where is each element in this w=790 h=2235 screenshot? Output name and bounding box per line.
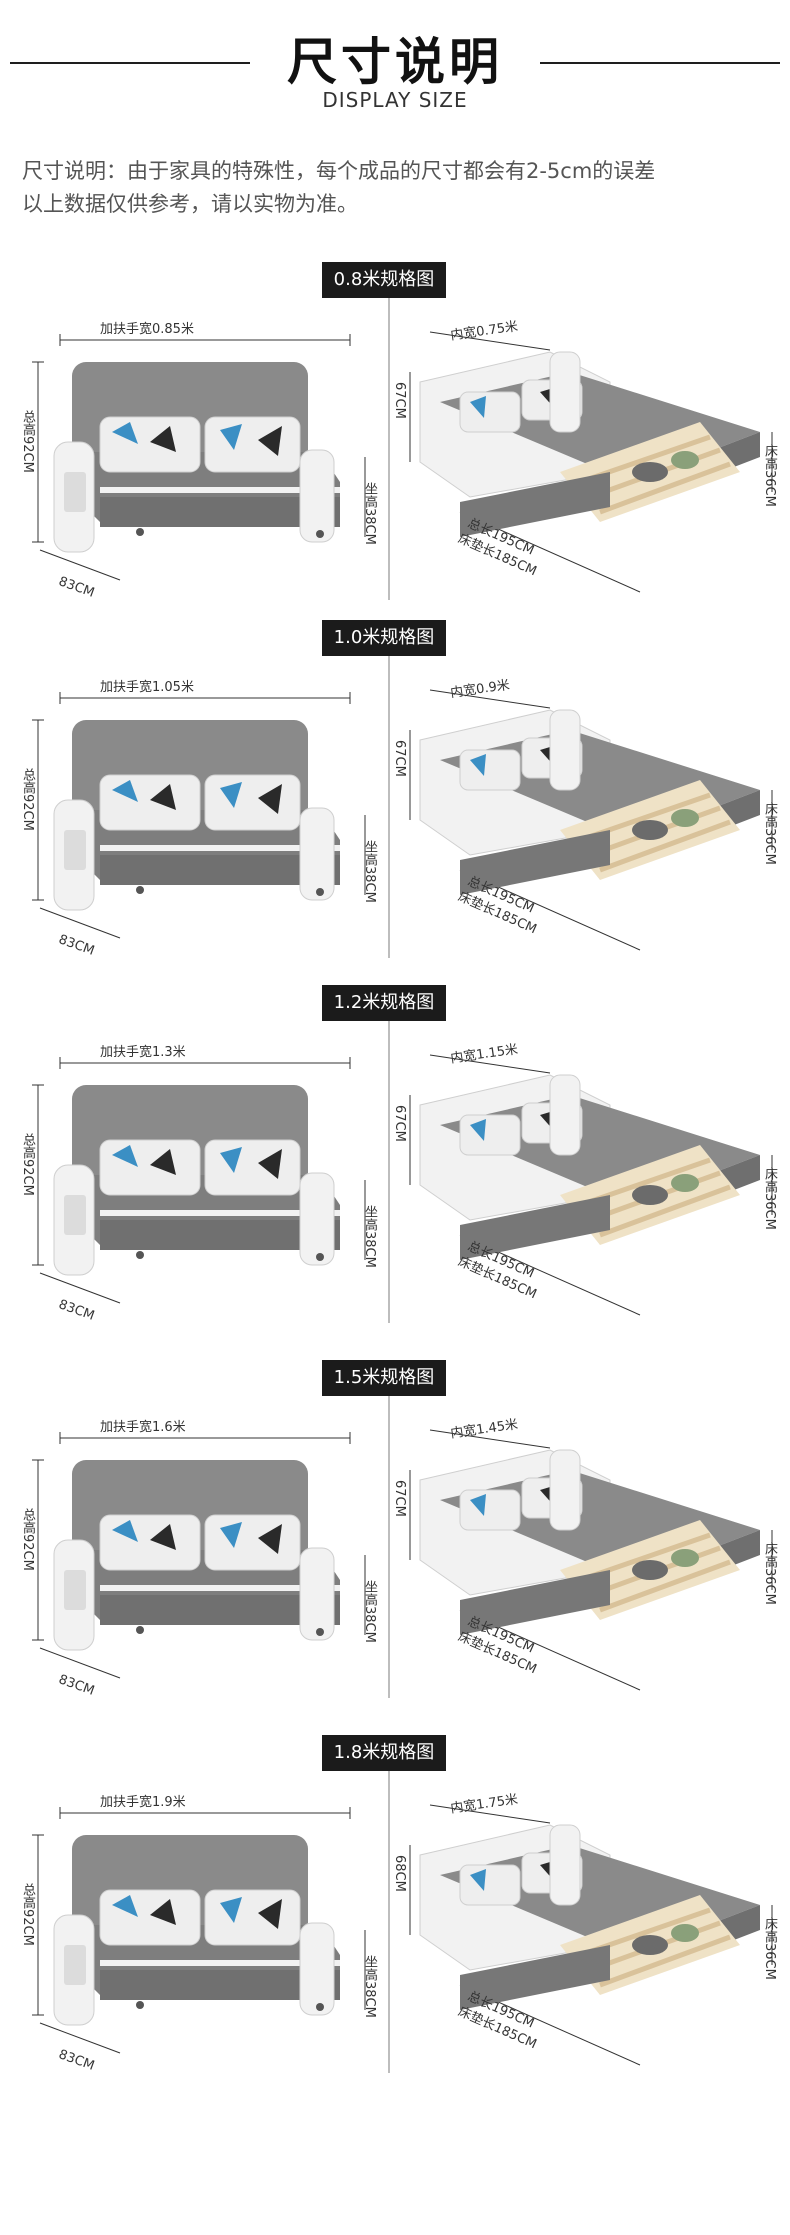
- divider-vertical: [388, 620, 390, 958]
- sofa-height-label: 总高92CM: [20, 410, 35, 473]
- size-note-line-2: 以上数据仅供参考，请以实物为准。: [22, 192, 358, 216]
- page-subtitle: DISPLAY SIZE: [322, 88, 468, 112]
- bed-height-label: 67CM: [392, 1480, 407, 1517]
- sofa-seat-height-label: 坐高38CM: [362, 1955, 377, 2018]
- sofa-illustration: [32, 334, 366, 581]
- spec-badge: 1.5米规格图: [322, 1360, 446, 1396]
- divider-vertical: [388, 262, 390, 600]
- sofa-width-label: 加扶手宽1.9米: [100, 1795, 186, 1810]
- sofa-height-label: 总高92CM: [20, 1133, 35, 1196]
- bed-frame-height-label: 床高36CM: [762, 1542, 777, 1605]
- sofa-width-label: 加扶手宽1.3米: [100, 1045, 186, 1060]
- sofa-width-label: 加扶手宽1.05米: [100, 680, 194, 695]
- spec-badge: 0.8米规格图: [322, 262, 446, 298]
- spec-section-1: 0.8米规格图: [0, 262, 790, 622]
- divider-vertical: [388, 1735, 390, 2073]
- bed-illustration: [409, 1429, 773, 1691]
- sofa-illustration: [32, 1057, 366, 1304]
- sofa-seat-height-label: 坐高38CM: [362, 1580, 377, 1643]
- sofa-seat-height-label: 坐高38CM: [362, 1205, 377, 1268]
- spec-section-2: 1.0米规格图: [0, 620, 790, 980]
- bed-height-label: 67CM: [392, 740, 407, 777]
- divider-vertical: [388, 1360, 390, 1698]
- bed-frame-height-label: 床高36CM: [762, 1167, 777, 1230]
- sofa-illustration: [32, 1807, 366, 2054]
- header-rule-right: [540, 62, 780, 64]
- bed-frame-height-label: 床高36CM: [762, 802, 777, 865]
- sofa-width-label: 加扶手宽0.85米: [100, 322, 194, 337]
- page-title: 尺寸说明: [287, 33, 503, 91]
- bed-height-label: 68CM: [392, 1855, 407, 1892]
- sofa-illustration: [32, 692, 366, 939]
- sofa-illustration: [32, 1432, 366, 1679]
- sofa-width-label: 加扶手宽1.6米: [100, 1420, 186, 1435]
- bed-height-label: 67CM: [392, 382, 407, 419]
- size-note-line-1: 尺寸说明：由于家具的特殊性，每个成品的尺寸都会有2-5cm的误差: [22, 159, 656, 183]
- spec-section-3: 1.2米规格图: [0, 985, 790, 1345]
- sofa-seat-height-label: 坐高38CM: [362, 482, 377, 545]
- bed-frame-height-label: 床高36CM: [762, 1917, 777, 1980]
- header: 尺寸说明 DISPLAY SIZE: [0, 0, 790, 130]
- sofa-seat-height-label: 坐高38CM: [362, 840, 377, 903]
- sofa-height-label: 总高92CM: [20, 1508, 35, 1571]
- bed-illustration: [409, 1804, 773, 2066]
- sofa-height-label: 总高92CM: [20, 1883, 35, 1946]
- bed-height-label: 67CM: [392, 1105, 407, 1142]
- spec-badge: 1.8米规格图: [322, 1735, 446, 1771]
- bed-frame-height-label: 床高36CM: [762, 444, 777, 507]
- spec-badge: 1.0米规格图: [322, 620, 446, 656]
- spec-badge: 1.2米规格图: [322, 985, 446, 1021]
- sofa-height-label: 总高92CM: [20, 768, 35, 831]
- header-rule-left: [10, 62, 250, 64]
- bed-illustration: [409, 689, 773, 951]
- divider-vertical: [388, 985, 390, 1323]
- bed-illustration: [409, 1054, 773, 1316]
- spec-section-4: 1.5米规格图: [0, 1360, 790, 1720]
- size-note: 尺寸说明：由于家具的特殊性，每个成品的尺寸都会有2-5cm的误差 以上数据仅供参…: [22, 155, 772, 221]
- spec-section-5: 1.8米规格图: [0, 1735, 790, 2095]
- bed-illustration: [409, 331, 773, 593]
